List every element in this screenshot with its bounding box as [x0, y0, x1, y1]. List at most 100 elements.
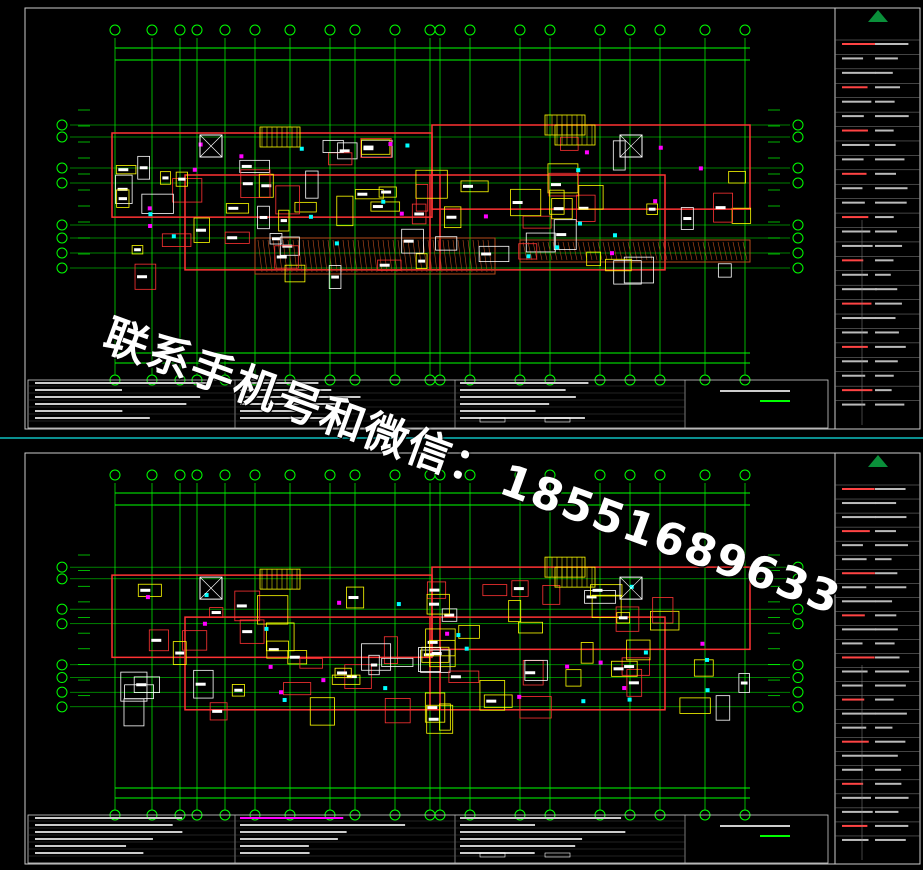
room-cell — [294, 201, 317, 213]
room-label-mark — [418, 259, 426, 263]
room-cell — [309, 697, 335, 726]
room-label-mark — [618, 616, 628, 620]
room-label-mark — [512, 201, 523, 205]
floor-plan-upper — [24, 7, 921, 430]
title-block-scribble — [842, 389, 873, 392]
title-block-scribble — [875, 698, 894, 701]
room-cell — [613, 260, 642, 285]
room-cell — [621, 657, 650, 676]
hatch-stroke — [417, 239, 423, 273]
company-logo-icon — [868, 10, 888, 22]
axis-bubble — [739, 24, 751, 36]
fixture-mark — [445, 631, 450, 636]
hatch-stroke — [617, 241, 623, 261]
notes-scribble — [240, 389, 332, 391]
hatch-stroke — [602, 241, 608, 261]
room-cell — [460, 180, 489, 193]
stair-block — [554, 566, 596, 588]
hatch-stroke — [367, 239, 373, 273]
room-label-mark — [586, 595, 597, 599]
fixture-mark — [264, 626, 269, 631]
title-block-scribble — [842, 187, 863, 190]
room-cell — [175, 171, 188, 187]
drawing-sheet-lower — [0, 445, 923, 870]
hatch-stroke — [382, 239, 388, 273]
title-block-scribble — [842, 273, 869, 276]
notes-scribble — [240, 410, 309, 412]
title-block-scribble — [875, 201, 907, 204]
room-label-mark — [139, 166, 148, 170]
title-block-scribble — [842, 288, 877, 291]
title-block-scribble — [842, 129, 868, 132]
notes-scribble — [35, 410, 123, 412]
room-cell — [299, 658, 323, 669]
title-block-scribble — [875, 143, 896, 146]
axis-bubble — [191, 24, 203, 36]
title-block-scribble — [842, 726, 867, 729]
notes-scribble — [35, 852, 144, 854]
axis-bubble — [792, 177, 804, 189]
notes-scribble — [720, 825, 790, 827]
title-block-scribble — [842, 230, 871, 233]
room-cell — [274, 245, 299, 269]
title-block-scribble — [875, 360, 898, 363]
hatch-stroke — [332, 239, 338, 273]
fixture-mark — [334, 241, 339, 246]
title-block-scribble — [875, 740, 906, 743]
room-cell — [578, 184, 604, 210]
axis-bubble — [544, 469, 556, 481]
axis-bubble — [792, 561, 804, 573]
room-cell — [420, 649, 451, 673]
corridor-hatch — [254, 237, 496, 275]
room-label-mark — [289, 655, 300, 659]
title-block-scribble — [875, 244, 903, 247]
notes-scribble — [240, 845, 309, 847]
notes-scribble — [35, 403, 187, 405]
room-label-mark — [151, 638, 162, 642]
axis-bubble — [389, 469, 401, 481]
notes-scribble — [720, 390, 790, 392]
room-cell — [266, 640, 289, 659]
title-block-scribble — [842, 586, 867, 589]
notes-scribble — [35, 396, 201, 398]
room-label-mark — [178, 177, 186, 181]
hatch-stroke — [322, 239, 328, 273]
title-block-scribble — [875, 100, 895, 103]
axis-bubble — [654, 24, 666, 36]
hatch-stroke — [437, 239, 443, 273]
title-block-scribble — [842, 810, 873, 813]
room-label-mark — [553, 207, 564, 211]
title-block-scribble — [842, 516, 876, 519]
room-label-mark — [613, 667, 624, 671]
title-block-scribble — [842, 796, 872, 799]
hatch-stroke — [267, 239, 273, 273]
fixture-mark — [147, 206, 152, 211]
room-cell — [553, 219, 577, 250]
room-label-mark — [363, 147, 374, 151]
title-block-scribble — [842, 572, 875, 575]
axis-bubble — [349, 24, 361, 36]
floor-plan-lower — [24, 452, 921, 865]
notes-scribble — [35, 389, 122, 391]
title-block-scribble — [875, 586, 907, 589]
room-cell — [626, 639, 651, 661]
room-cell — [124, 684, 154, 700]
room-cell — [344, 664, 372, 689]
axis-bubble — [56, 659, 68, 671]
fixture-mark — [627, 697, 632, 702]
room-label-mark — [592, 588, 603, 592]
room-cell — [123, 698, 145, 727]
room-cell — [137, 155, 151, 180]
title-block-scribble — [875, 614, 897, 617]
room-cell — [738, 673, 750, 693]
room-cell — [116, 189, 130, 208]
hatch-stroke — [537, 241, 543, 261]
axis-bubble — [792, 262, 804, 274]
room-cell — [565, 669, 582, 687]
room-cell — [680, 207, 694, 230]
title-block-scribble — [842, 100, 872, 103]
title-block-scribble — [842, 403, 866, 406]
hatch-stroke — [707, 241, 713, 261]
axis-bubble — [792, 219, 804, 231]
elevator-cross — [619, 576, 643, 600]
